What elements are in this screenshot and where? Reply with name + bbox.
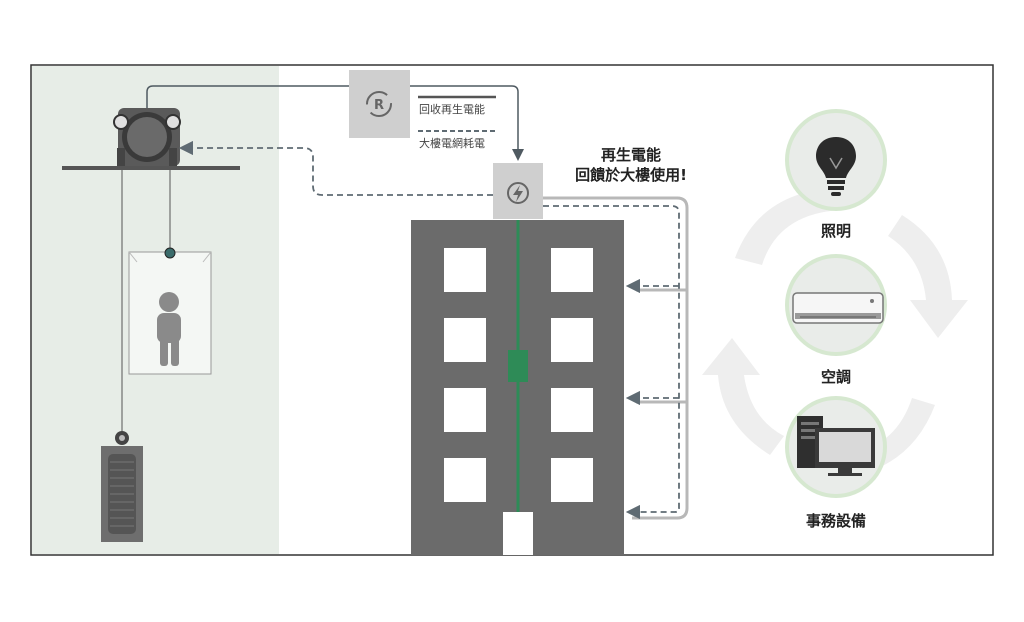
grid-supply-to-elevator-line: [178, 140, 493, 196]
lightning-bolt-icon: [507, 182, 529, 204]
load-lighting: [785, 109, 887, 211]
power-distribution-panel: [508, 350, 528, 382]
air-conditioner-icon: [792, 292, 884, 324]
light-bulb-icon: [816, 137, 856, 196]
grid-feed-dashed-line: [543, 205, 680, 520]
counterweight: [101, 431, 143, 542]
legend-recycled-label: 回收再生電能: [419, 102, 485, 116]
feed-return-line: [543, 196, 689, 520]
load-label-office-equipment: 事務設備: [806, 512, 866, 530]
legend-grid-label: 大樓電網耗電: [419, 136, 485, 150]
load-office-equipment: [785, 396, 887, 498]
load-label-air-conditioning: 空調: [821, 368, 851, 386]
svg-text:R: R: [374, 98, 384, 113]
office-equipment-icon: [797, 416, 875, 476]
building-door: [503, 512, 533, 555]
callout-line-1: 再生電能: [601, 146, 661, 164]
power-box: [493, 163, 543, 219]
regen-unit-box: R: [349, 70, 410, 138]
elevator-car: [128, 247, 212, 375]
legend: 回收再生電能 大樓電網耗電: [418, 95, 496, 150]
load-air-conditioning: [785, 254, 887, 356]
elevator-traction-machine: [62, 108, 240, 170]
regen-flow-line: [146, 85, 524, 161]
building: [411, 220, 624, 555]
callout-line-2: 回饋於大樓使用!: [575, 166, 687, 184]
passenger-icon: [157, 292, 181, 366]
load-label-lighting: 照明: [821, 222, 851, 240]
recycle-r-icon: R: [366, 91, 392, 117]
